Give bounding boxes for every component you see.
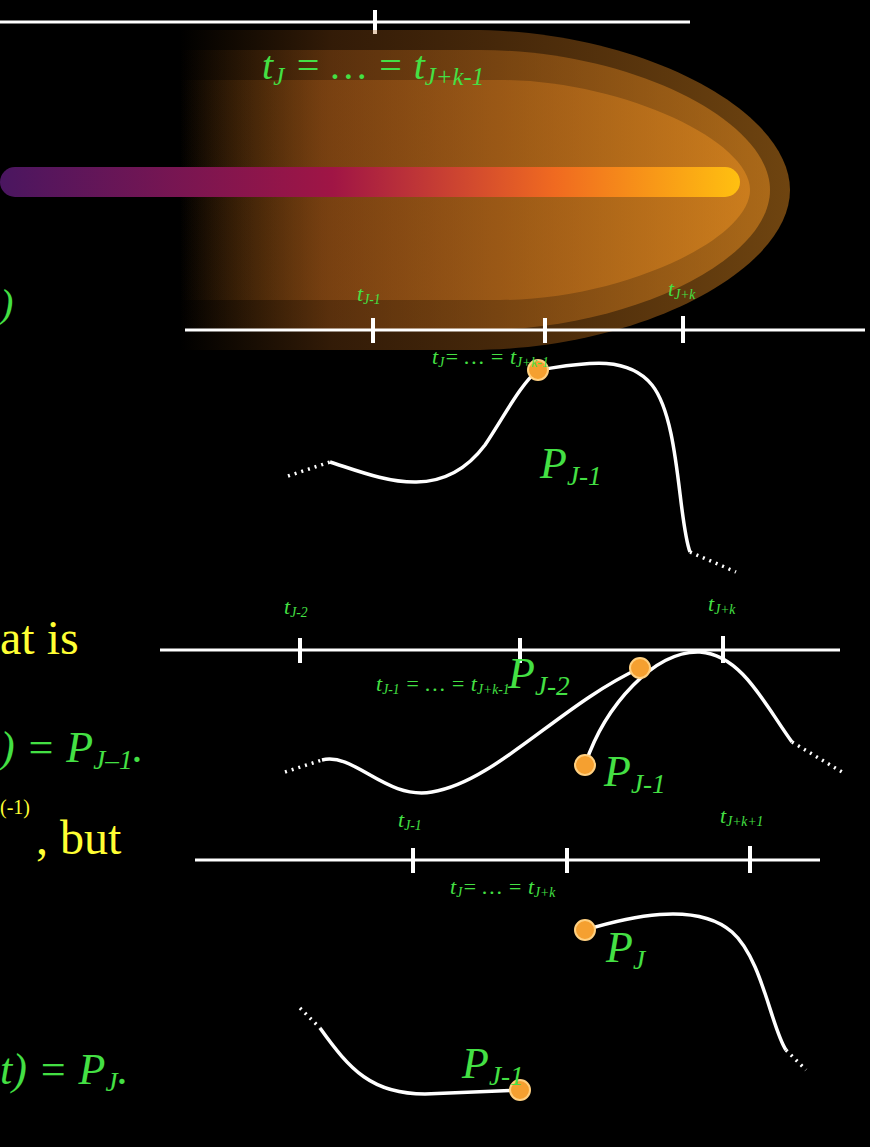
knot-label: tJ-1	[398, 808, 422, 833]
knot-label: tJ-1	[357, 282, 381, 307]
formula-fragment: )	[0, 282, 13, 326]
point-label: PJ	[606, 924, 645, 975]
knot-label: tJ = … = tJ+k-1	[262, 44, 484, 90]
slide-text: at is	[0, 612, 79, 665]
knot-label: tJ+k	[668, 277, 695, 302]
knot-label: tJ-1 = … = tJ+k-1	[376, 672, 510, 697]
knot-label: tJ-2	[284, 595, 308, 620]
number-line	[185, 316, 865, 343]
formula-fragment: (-1)	[0, 796, 30, 818]
curve	[288, 363, 736, 572]
formula-fragment: ) = PJ–1.	[0, 724, 144, 775]
point-label: PJ-1	[462, 1040, 524, 1091]
point-label: PJ-1	[604, 748, 666, 799]
control-point	[575, 755, 595, 775]
point-label: PJ-2	[508, 650, 570, 701]
knot-label: tJ+k+1	[720, 804, 763, 829]
number-line	[195, 846, 820, 873]
formula-fragment: t) = PJ.	[0, 1046, 129, 1097]
number-line	[160, 636, 840, 663]
curve	[285, 652, 842, 793]
knot-label: tJ= … = tJ+k	[450, 875, 555, 900]
number-line	[0, 21, 690, 24]
flame-glow	[0, 30, 790, 350]
point-label: PJ-1	[540, 440, 602, 491]
knot-label: tJ= … = tJ+k-1	[432, 345, 549, 370]
slide-text: , but	[36, 812, 121, 865]
control-point	[630, 658, 650, 678]
curve	[300, 914, 806, 1094]
control-point	[575, 920, 595, 940]
knot-label: tJ+k	[708, 592, 735, 617]
